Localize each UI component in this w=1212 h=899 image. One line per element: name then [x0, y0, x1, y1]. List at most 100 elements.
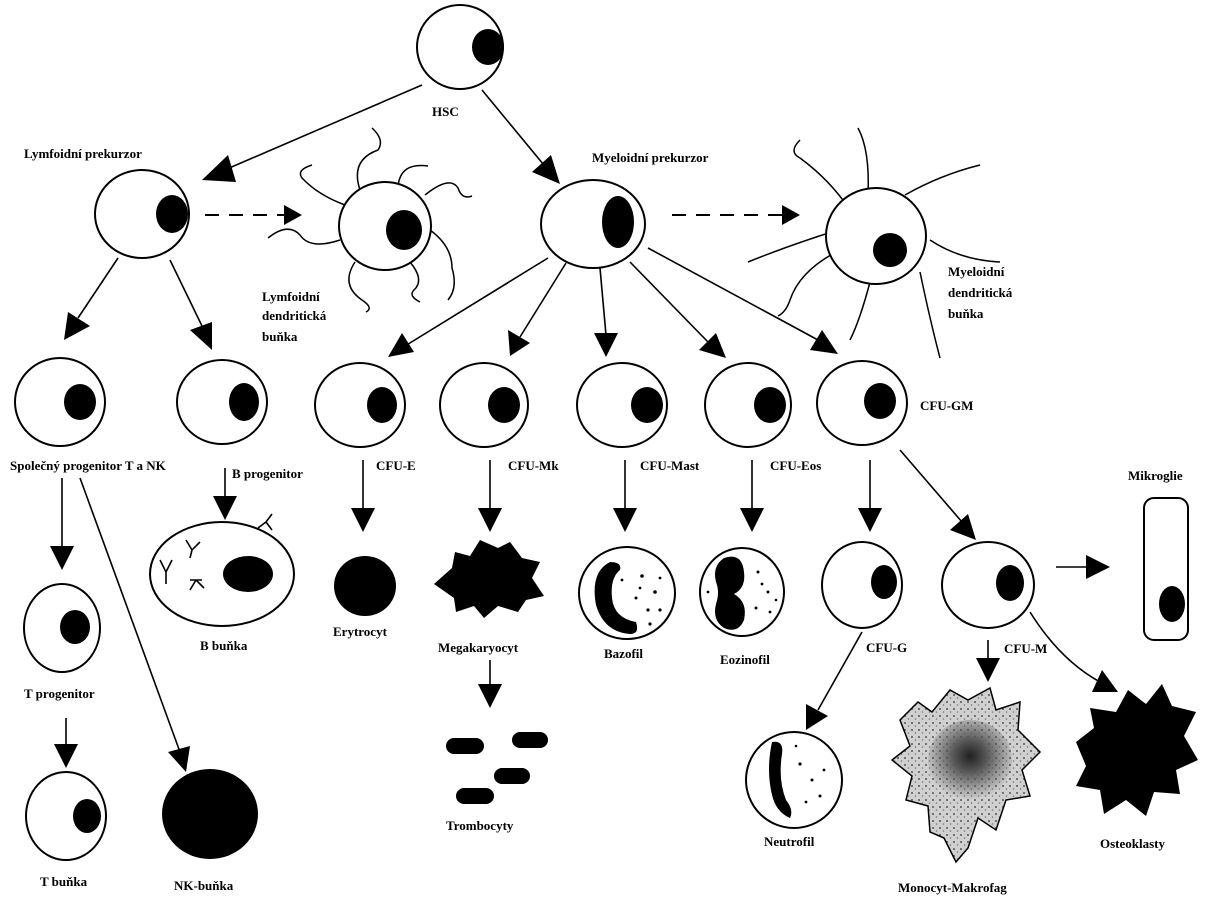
cfu-mk-cell [439, 362, 529, 448]
megakaryocyte-label: Megakaryocyt [438, 640, 519, 655]
b-cell [149, 513, 295, 627]
arrow-to-cfu-gm [647, 247, 819, 341]
cfu-mast-label: CFU-Mast [640, 458, 700, 473]
basophil-cell [578, 546, 676, 640]
nk-cell [162, 769, 258, 859]
cfu-mk-label: CFU-Mk [508, 458, 559, 473]
myeloid-precursor-label: Myeloidní prekurzor [592, 150, 709, 165]
arrow-to-cfu-e [404, 257, 549, 347]
t-cell [25, 771, 107, 861]
lymphoid-dc-label-1: Lymfoidní [262, 289, 320, 304]
arrowhead [50, 546, 74, 570]
lymphoid-precursor-cell [94, 169, 190, 259]
arrowhead [1086, 555, 1110, 579]
antibody-icon [185, 539, 201, 559]
common-tnk-label: Společný progenitor T a NK [10, 458, 167, 473]
arrow-to-cfu-eos [629, 261, 709, 343]
neutrophil-cell [745, 731, 843, 829]
arrowhead [782, 205, 800, 225]
arrowhead [740, 508, 764, 532]
cfu-m-cell [941, 541, 1035, 629]
myeloid-dendritic-cell [747, 127, 1001, 359]
arrowhead [54, 744, 78, 768]
t-progenitor-cell [23, 583, 101, 673]
hsc-label: HSC [432, 104, 459, 119]
thrombocytes-label: Trombocyty [446, 818, 514, 833]
arrowhead [284, 205, 302, 225]
arrowhead [532, 155, 560, 184]
neutrophil-label: Neutrofil [764, 834, 815, 849]
cfu-m-label: CFU-M [1004, 641, 1047, 656]
megakaryocyte-cell [434, 540, 544, 618]
myeloid-precursor-cell [540, 179, 646, 269]
arrowhead [478, 508, 502, 532]
lymphoid-dc-label-2: dendritická [262, 308, 327, 323]
cfu-eos-cell [704, 362, 792, 448]
cfu-g-label: CFU-G [866, 640, 907, 655]
thrombocytes [446, 732, 548, 804]
common-t-nk-progenitor-cell [14, 357, 106, 447]
myeloid-dc-label-2: dendritická [948, 285, 1013, 300]
eosinophil-label: Eozinofil [720, 652, 770, 667]
arrowhead [594, 333, 618, 357]
arrow-to-cfu-m [899, 449, 963, 523]
arrowhead [613, 508, 637, 532]
nk-cell-label: NK-buňka [174, 878, 234, 893]
arrow-to-nk-cell [79, 477, 181, 753]
labels: HSC Lymfoidní prekurzor Myeloidní prekur… [10, 104, 1183, 895]
arrow-to-neutrophil [817, 631, 863, 711]
arrowhead [1092, 670, 1118, 692]
basophil-label: Bazofil [604, 646, 643, 661]
arrowhead [351, 508, 375, 532]
myeloid-dc-label-1: Myeloidní [948, 264, 1005, 279]
arrowhead [810, 330, 838, 354]
hsc-cell [416, 4, 504, 90]
monocyte-macrophage-label: Monocyt-Makrofag [898, 880, 1007, 895]
arrowhead [806, 704, 828, 730]
arrowhead [190, 322, 212, 350]
arrow-to-cfu-mk [519, 262, 567, 338]
erythrocyte-label: Erytrocyt [333, 624, 388, 639]
arrowhead [478, 684, 502, 708]
b-cell-label: B buňka [200, 638, 248, 653]
arrowhead [202, 155, 236, 182]
arrow-hsc-to-lymphoid [219, 84, 423, 173]
arrow-to-osteoclasts [1029, 611, 1101, 683]
arrow-to-b-progenitor [169, 259, 203, 327]
t-cell-label: T buňka [40, 874, 88, 889]
arrowhead [858, 508, 882, 532]
cfu-eos-label: CFU-Eos [770, 458, 821, 473]
macrophage-cell [890, 686, 1042, 864]
arrow-to-common-tnk [77, 257, 119, 319]
arrowhead [699, 333, 726, 358]
osteoclast-cell [1076, 684, 1198, 816]
cfu-gm-cell [816, 360, 908, 446]
arrowhead [950, 514, 976, 540]
cfu-e-label: CFU-E [376, 458, 416, 473]
lymphoid-dc-label-3: buňka [262, 329, 298, 344]
arrow-hsc-to-myeloid [481, 89, 549, 171]
cfu-g-cell [821, 541, 903, 629]
arrowhead [388, 333, 414, 357]
b-progenitor-cell [176, 359, 268, 445]
eosinophil-cell [699, 547, 785, 637]
microglia-cell [1143, 497, 1189, 641]
arrowhead [508, 330, 530, 356]
myeloid-dc-label-3: buňka [948, 306, 984, 321]
antibody-icon [189, 579, 205, 591]
cfu-mast-cell [576, 362, 668, 448]
b-progenitor-label: B progenitor [232, 466, 303, 481]
microglia-label: Mikroglie [1128, 468, 1183, 483]
lymphoid-precursor-label: Lymfoidní prekurzor [24, 146, 142, 161]
t-progenitor-label: T progenitor [24, 686, 95, 701]
arrowhead [213, 496, 237, 520]
lymphoid-dendritic-cell [267, 127, 473, 313]
connectors [50, 84, 1118, 772]
arrowhead [64, 312, 90, 340]
antibody-icon [159, 559, 173, 584]
erythrocyte-cell [334, 556, 396, 616]
cfu-e-cell [314, 362, 406, 448]
arrowhead [976, 658, 1000, 682]
osteoclasts-label: Osteoklasty [1100, 836, 1166, 851]
